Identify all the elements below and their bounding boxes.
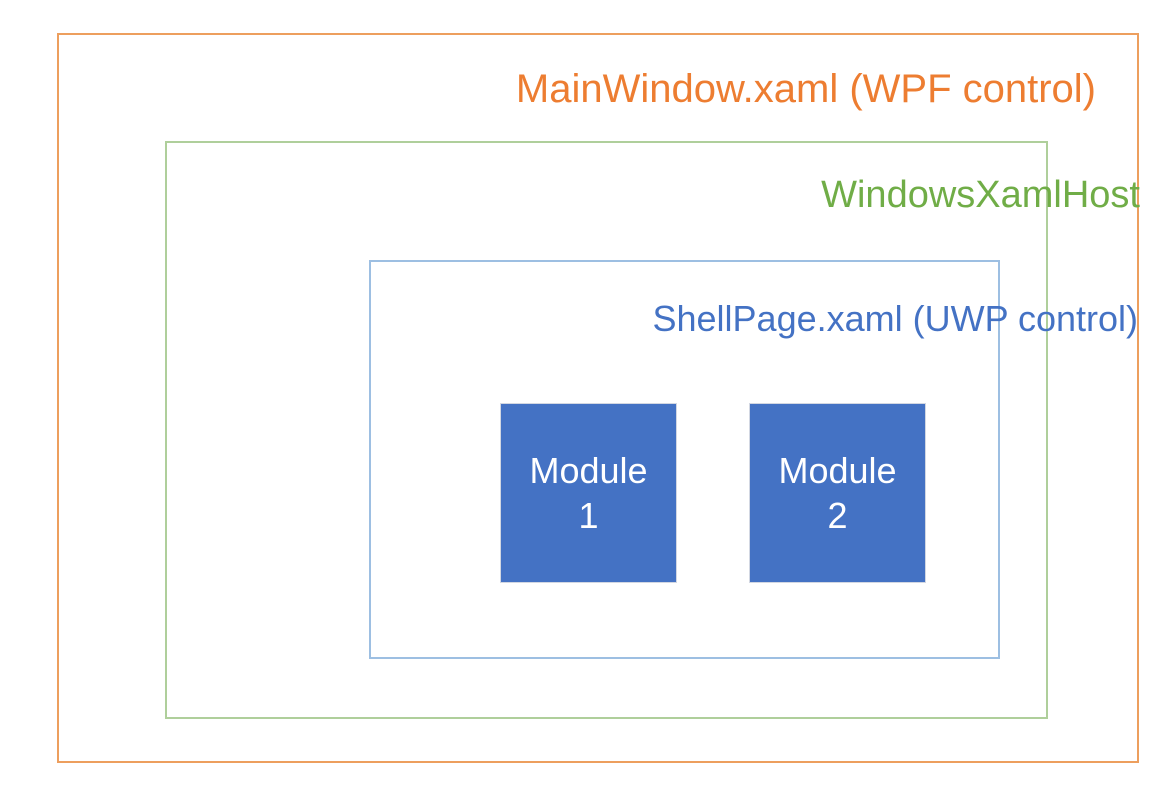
module-box-2-number: 2: [827, 495, 848, 536]
module-box-1-number: 1: [578, 495, 599, 536]
module-box-2: Module 2: [749, 403, 926, 583]
module-box-1-name: Module: [529, 450, 648, 491]
module-box-1: Module 1: [500, 403, 677, 583]
layer-box-mainwindow: [57, 33, 1139, 763]
layer-label-shellpage: ShellPage.xaml (UWP control): [652, 298, 1138, 339]
layer-label-mainwindow: MainWindow.xaml (WPF control): [515, 67, 1096, 111]
layer-box-windowsxamlhost: [165, 141, 1048, 719]
layer-box-shellpage: [369, 260, 1000, 659]
layer-label-windowsxamlhost: WindowsXamlHost: [821, 174, 1140, 216]
module-box-2-name: Module: [778, 450, 897, 491]
